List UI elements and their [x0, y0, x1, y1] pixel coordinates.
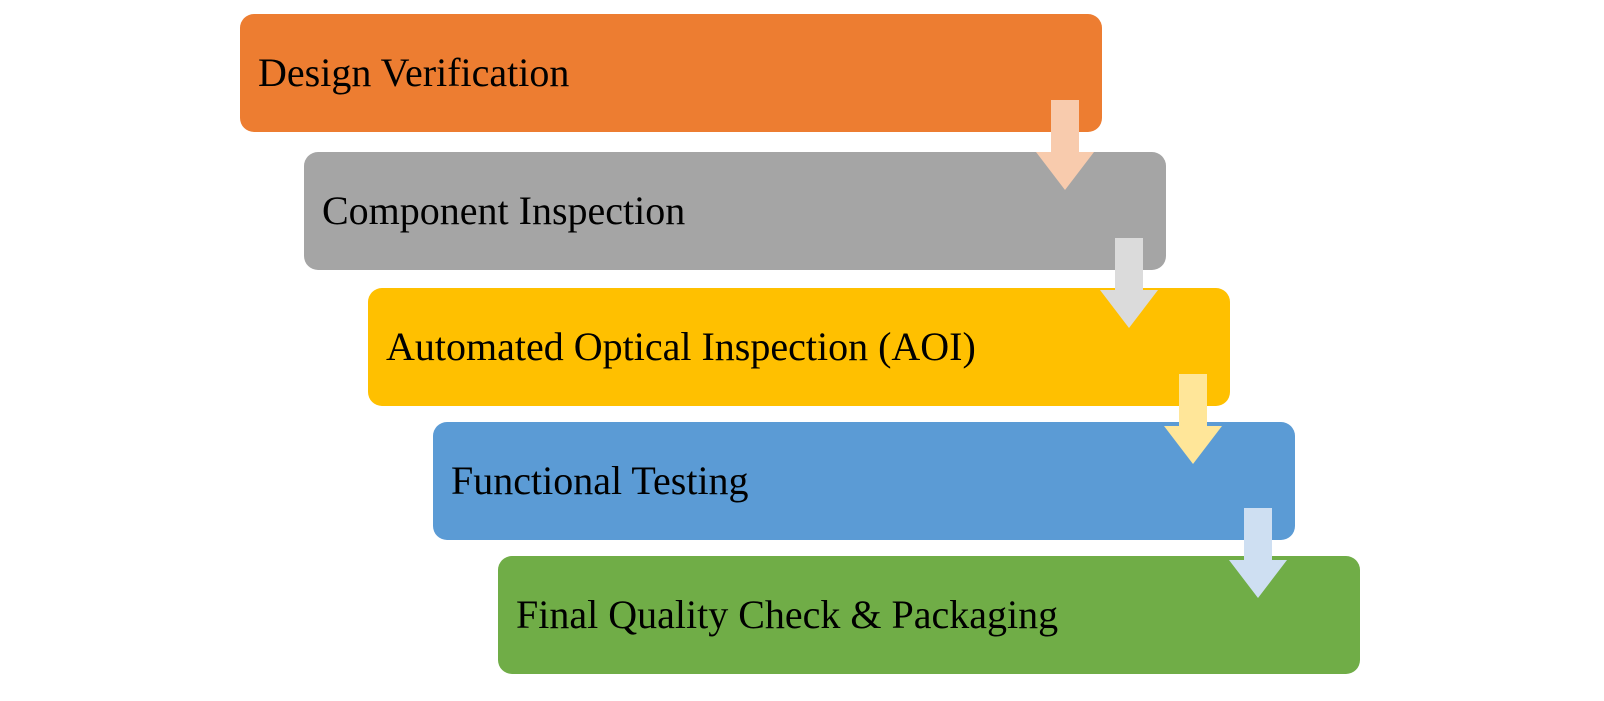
- down-arrow-icon: [1229, 508, 1287, 598]
- step-label: Functional Testing: [451, 458, 749, 503]
- down-arrow-shape: [1229, 508, 1287, 598]
- step-final-quality-check-packaging: Final Quality Check & Packaging: [498, 556, 1360, 674]
- down-arrow-icon: [1036, 100, 1094, 190]
- down-arrow-icon: [1164, 374, 1222, 464]
- step-functional-testing: Functional Testing: [433, 422, 1295, 540]
- step-component-inspection: Component Inspection: [304, 152, 1166, 270]
- step-label: Automated Optical Inspection (AOI): [386, 324, 976, 369]
- down-arrow-shape: [1164, 374, 1222, 464]
- step-label: Final Quality Check & Packaging: [516, 592, 1059, 637]
- down-arrow-shape: [1036, 100, 1094, 190]
- step-label: Design Verification: [258, 50, 570, 95]
- down-arrow-icon: [1100, 238, 1158, 328]
- step-automated-optical-inspection: Automated Optical Inspection (AOI): [368, 288, 1230, 406]
- step-label: Component Inspection: [322, 188, 686, 233]
- step-design-verification: Design Verification: [240, 14, 1102, 132]
- down-arrow-shape: [1100, 238, 1158, 328]
